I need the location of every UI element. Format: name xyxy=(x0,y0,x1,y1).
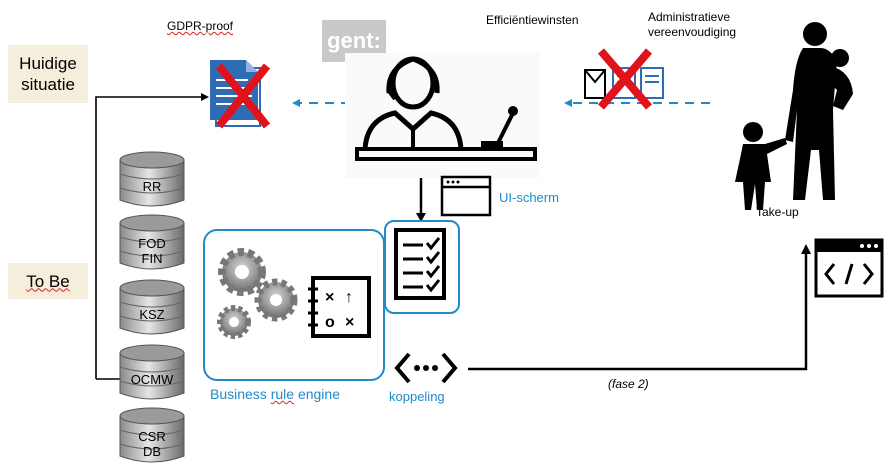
to-be-text: To Be xyxy=(26,271,70,291)
ui-window-icon xyxy=(440,175,492,217)
label-huidige-situatie: Huidige situatie xyxy=(8,45,88,103)
api-connection-icon xyxy=(394,352,458,384)
fase2-text: (fase 2) xyxy=(608,377,649,391)
take-up-label: Take-up xyxy=(756,205,799,219)
code-window-icon xyxy=(814,238,884,298)
bre-text-post: engine xyxy=(294,386,340,402)
bre-text-pre: Business xyxy=(210,386,271,402)
admin-line2: vereenvoudiging xyxy=(648,25,737,39)
checklist-box xyxy=(384,220,460,314)
database-icon: KSZ xyxy=(119,279,185,335)
label-to-be: To Be xyxy=(8,263,88,299)
strategy-board-icon: × ↑ o × xyxy=(308,276,371,338)
admin-line1: Administratieve xyxy=(648,10,731,24)
database-label-line1: OCMW xyxy=(131,372,174,387)
gdpr-label: GDPR-proof xyxy=(167,19,233,33)
database-label-line1: FOD xyxy=(138,236,165,251)
gdpr-text: GDPR-proof xyxy=(167,19,234,33)
bre-text-mid: rule xyxy=(270,386,295,402)
business-rule-engine-label: Business rule engine xyxy=(210,386,340,402)
checklist-icon xyxy=(394,228,446,300)
admin-label: Administratieve vereenvoudiging xyxy=(648,10,736,40)
database-icon: OCMW xyxy=(119,344,185,400)
fase2-label: (fase 2) xyxy=(608,377,649,391)
huidige-line2: situatie xyxy=(21,75,75,94)
gdpr-cross-icon xyxy=(215,63,271,129)
database-icon: RR xyxy=(119,151,185,207)
gears-icon xyxy=(217,248,298,339)
huidige-line1: Huidige xyxy=(19,54,77,73)
gent-logo-text: gent: xyxy=(327,28,381,53)
admin-cross-icon xyxy=(597,48,653,110)
database-label-line1: RR xyxy=(143,179,162,194)
svg-text:×: × xyxy=(345,314,354,331)
database-label-line1: CSR xyxy=(138,429,165,444)
business-rule-engine-box xyxy=(203,229,385,381)
svg-text:o: o xyxy=(325,314,335,331)
koppeling-text: koppeling xyxy=(389,389,445,404)
efficientie-text: Efficiëntiewinsten xyxy=(486,13,579,27)
family-silhouette-icon xyxy=(735,22,853,210)
take-up-text: Take-up xyxy=(756,205,799,219)
svg-text:×: × xyxy=(325,289,334,306)
database-label-line2: DB xyxy=(143,444,161,459)
receptionist-icon xyxy=(345,53,540,178)
koppeling-label: koppeling xyxy=(389,389,445,404)
ui-scherm-label: UI-scherm xyxy=(499,190,559,205)
database-label-line1: KSZ xyxy=(139,307,164,322)
efficientie-label: Efficiëntiewinsten xyxy=(486,13,579,27)
ui-scherm-text: UI-scherm xyxy=(499,190,559,205)
database-label-line2: FIN xyxy=(142,251,163,266)
svg-text:↑: ↑ xyxy=(345,289,353,306)
